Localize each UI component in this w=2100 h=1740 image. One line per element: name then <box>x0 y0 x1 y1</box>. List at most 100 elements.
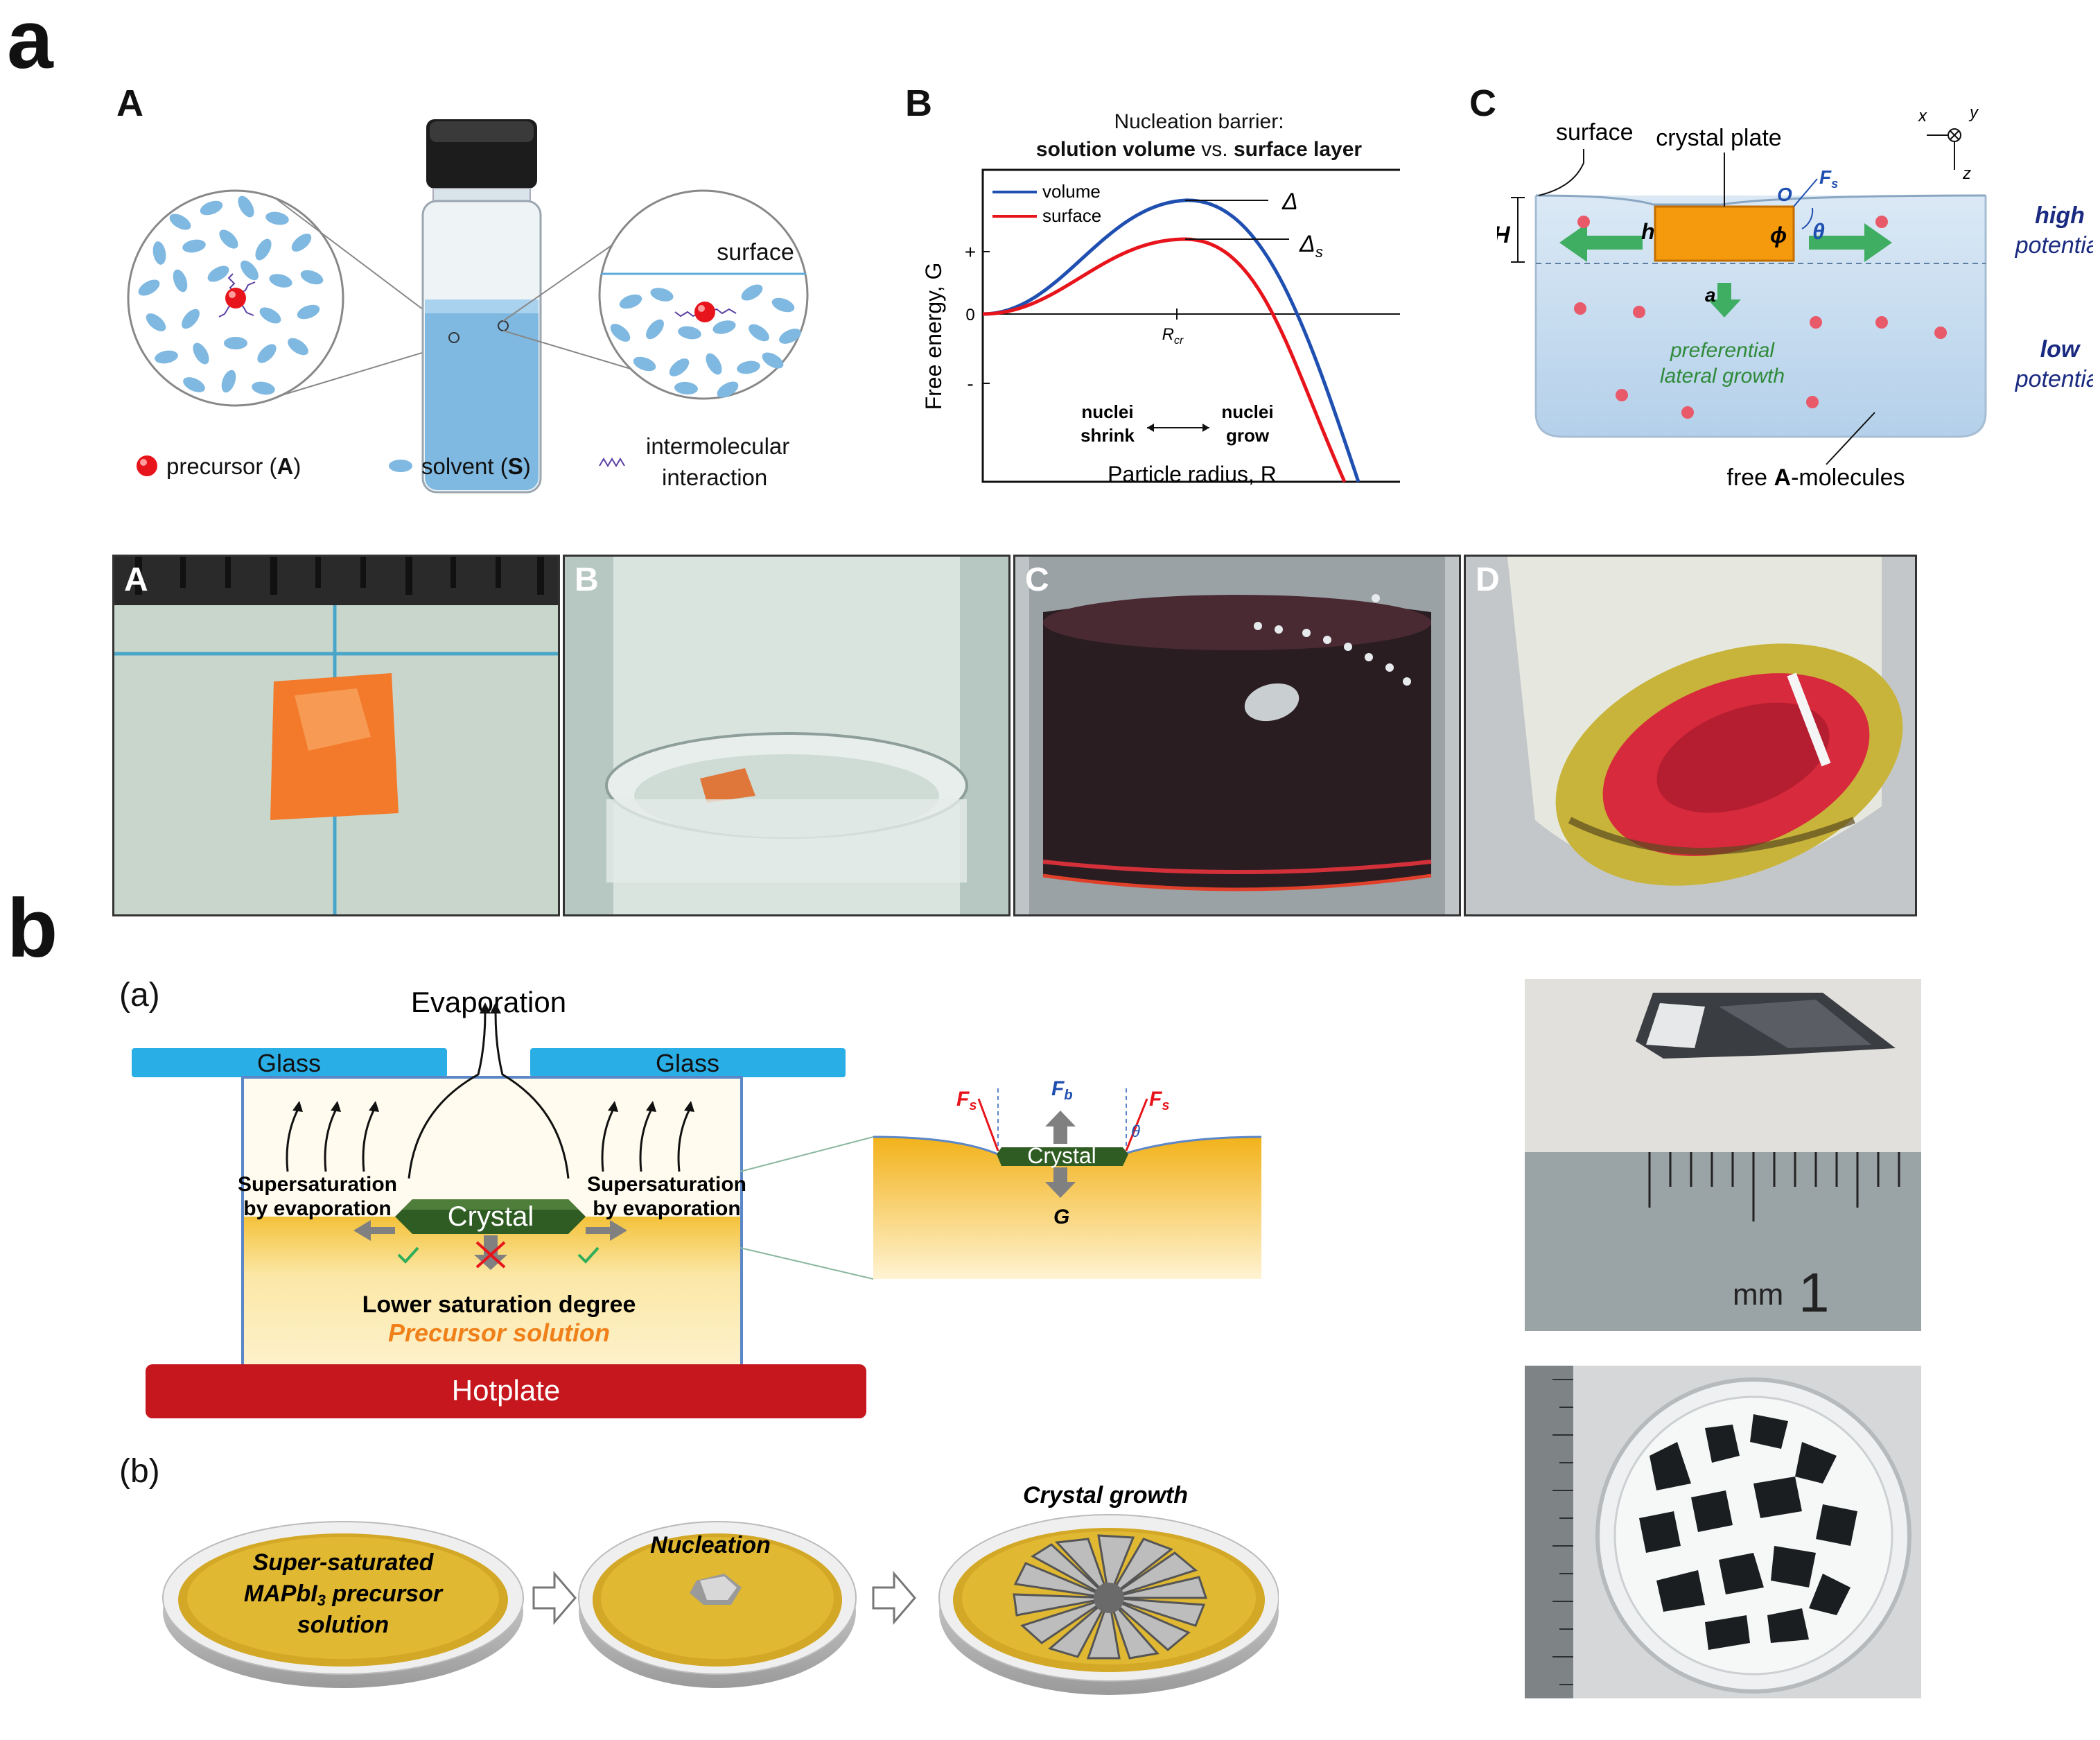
inset-force-diagram: Crystal Fs Fs Fb G θ <box>873 1077 1262 1279</box>
inset-fs-left: Fs <box>956 1088 977 1113</box>
glass-right-label: Glass <box>656 1049 719 1077</box>
ruler-unit: mm <box>1733 1278 1783 1312</box>
dish1-line2: MAPbI3 precursor <box>244 1581 444 1609</box>
high-potential-label: potential <box>2015 232 2093 259</box>
phi-label: ϕ <box>1770 223 1787 247</box>
panel-a-letter: A <box>116 82 143 124</box>
H-label: H <box>1497 222 1511 248</box>
hotplate <box>146 1364 866 1418</box>
high-label: high <box>2035 202 2085 229</box>
supersaturation-right-l2: by evaporation <box>593 1197 740 1220</box>
growth-label-line2: lateral growth <box>1660 365 1785 388</box>
panel-c-diagram: H h ϕ θ O Fs a preferential lateral grow… <box>1497 103 2093 491</box>
chart-title-line1: Nucleation barrier: <box>1114 110 1284 133</box>
ytick-plus: + <box>965 241 976 263</box>
inset-crystal-label: Crystal <box>1027 1143 1096 1168</box>
precursor-solution-label: Precursor solution <box>388 1319 610 1347</box>
svg-text:precursor (A): precursor (A) <box>166 453 301 479</box>
supersaturation-left-l1: Supersaturation <box>238 1173 397 1196</box>
evaporation-diagram: Evaporation Glass Glass Supersaturation … <box>132 986 1262 1418</box>
nuclei-shrink-line2: shrink <box>1080 425 1135 446</box>
ruler-number: 1 <box>1799 1262 1830 1323</box>
dish1-line1: Super-saturated <box>253 1549 435 1576</box>
legend-volume: volume <box>1042 181 1101 202</box>
h-label: h <box>1641 219 1655 244</box>
photo-d: D <box>1464 555 1917 916</box>
chart-title-line2: solution volume vs. surface layer <box>1036 138 1362 161</box>
photo-b-label: B <box>575 562 599 598</box>
lower-saturation-label: Lower saturation degree <box>362 1291 636 1318</box>
dish3-label: Crystal growth <box>1023 1482 1188 1508</box>
delta-label: Δ <box>1281 189 1298 215</box>
surface-label-c: surface <box>1556 119 1634 146</box>
crystal-plate-label: crystal plate <box>1656 125 1781 151</box>
axis-z-label: z <box>1962 164 1971 183</box>
panel-b-chart: Nucleation barrier: solution volume vs. … <box>921 110 1400 487</box>
nuclei-shrink-line1: nuclei <box>1081 401 1133 422</box>
sub-a-label: (a) <box>119 977 160 1013</box>
O-label: O <box>1777 184 1792 205</box>
axis-triad: x y z <box>1918 103 1979 183</box>
Fs-label: Fs <box>1819 166 1838 191</box>
xtick-rcr: Rcr <box>1162 325 1184 347</box>
axis-x-label: x <box>1918 107 1927 125</box>
glass-left-label: Glass <box>257 1049 321 1077</box>
dish-sequence: Super-saturated MAPbI3 precursor solutio… <box>162 1482 1279 1695</box>
volume-zoom-circle <box>127 189 344 407</box>
dish-3: Crystal growth <box>938 1482 1279 1695</box>
photo-a-label: A <box>124 562 148 598</box>
vial <box>421 119 542 494</box>
supersaturation-right-l1: Supersaturation <box>587 1173 746 1196</box>
growth-label-line1: preferential <box>1670 339 1775 362</box>
free-molecules-label: free A-molecules <box>1727 464 1905 491</box>
figure-b-letter: b <box>7 882 58 975</box>
svg-text:intermolecular: intermolecular <box>646 433 789 459</box>
a-label: a <box>1705 284 1716 306</box>
nuclei-grow-line1: nuclei <box>1221 401 1273 422</box>
axis-y-label: y <box>1968 103 1979 122</box>
theta-label: θ <box>1812 219 1825 244</box>
ytick-zero: 0 <box>965 306 974 324</box>
dish-1: Super-saturated MAPbI3 precursor solutio… <box>162 1521 524 1688</box>
panel-b-letter: B <box>905 82 932 124</box>
plot-frame <box>981 168 1400 483</box>
surface-label: surface <box>717 239 794 266</box>
y-axis-label: Free energy, G <box>921 263 946 410</box>
figure-a-letter: a <box>7 0 53 86</box>
inset-g: G <box>1053 1206 1069 1228</box>
left-growth-arrow <box>1559 223 1643 262</box>
down-arrow <box>1708 283 1741 317</box>
photo-c: C <box>1013 555 1461 916</box>
ytick-minus: - <box>967 373 973 394</box>
x-axis-label: Particle radius, R <box>1108 462 1277 487</box>
right-growth-arrow <box>1809 223 1892 262</box>
svg-text:solvent (S): solvent (S) <box>421 453 531 479</box>
petri-crystals-photo <box>1525 1366 1921 1698</box>
dish-2: Nucleation <box>578 1521 857 1688</box>
inset-fb: Fb <box>1051 1077 1073 1103</box>
ruler-crystal-photo: mm 1 <box>1525 979 1921 1331</box>
photo-a: A <box>112 555 560 916</box>
dish2-label: Nucleation <box>650 1532 771 1558</box>
photo-b: B <box>563 555 1010 916</box>
panel-c-letter: C <box>1469 82 1496 124</box>
crystal-label: Crystal <box>448 1201 534 1232</box>
low-label: low <box>2040 336 2081 363</box>
dish1-line3: solution <box>297 1612 389 1638</box>
photo-d-label: D <box>1476 562 1500 598</box>
photo-c-label: C <box>1025 562 1049 598</box>
sub-b-label: (b) <box>119 1453 160 1490</box>
surface-zoom-circle <box>598 189 809 400</box>
supersaturation-left-l2: by evaporation <box>243 1197 391 1220</box>
inset-theta: θ <box>1131 1122 1140 1141</box>
svg-text:interaction: interaction <box>662 464 767 490</box>
delta-s-label: Δs <box>1299 231 1323 261</box>
hotplate-label: Hotplate <box>452 1374 560 1407</box>
inset-fs-right: Fs <box>1149 1088 1169 1113</box>
chart-legend: volume surface <box>992 181 1101 226</box>
nuclei-grow-line2: grow <box>1226 425 1270 446</box>
low-potential-label: potential <box>2015 366 2093 392</box>
panel-a-diagram: surface precursor (A) solvent (S) interm… <box>127 119 809 494</box>
panel-a-legend: precursor (A) solvent (S) intermolecular… <box>137 433 789 490</box>
legend-surface: surface <box>1042 205 1101 226</box>
